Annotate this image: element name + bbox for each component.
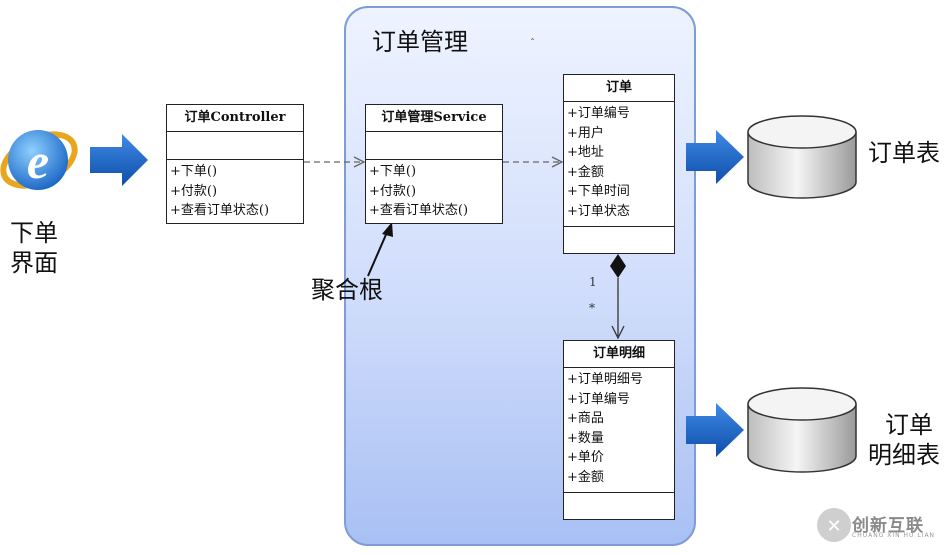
watermark-sub: CHUANG XIN HU LIAN (852, 532, 936, 539)
class-attribute: +商品 (567, 411, 604, 426)
class-attribute: +订单状态 (567, 203, 630, 219)
class-attribute: +金额 (567, 164, 604, 180)
svg-text:e: e (27, 133, 49, 189)
multiplicity-one: 1 (589, 275, 597, 289)
class-attribute: +数量 (567, 430, 604, 446)
svg-text:✕: ✕ (826, 516, 841, 537)
class-method: +下单() (369, 164, 417, 179)
class-method: +查看订单状态() (170, 203, 270, 218)
class-method: +查看订单状态() (369, 203, 469, 218)
dependency-arrow-controller-service (304, 156, 366, 168)
blue-arrow-icon (686, 403, 744, 457)
class-name: 订单明细 (564, 341, 674, 368)
class-attributes (167, 132, 303, 160)
service-class-box: 订单管理Service +下单() +付款() +查看订单状态() (365, 104, 503, 224)
database-cylinder-icon (747, 387, 857, 473)
class-attribute: +用户 (567, 125, 604, 141)
order-detail-table-label: 订单 明细表 (868, 411, 940, 469)
class-methods: +下单() +付款() +查看订单状态() (167, 160, 303, 221)
watermark-logo-icon: ✕ (817, 508, 851, 542)
class-name: 订单Controller (167, 105, 303, 132)
blue-arrow-icon (686, 130, 744, 184)
class-attribute: +下单时间 (567, 184, 630, 199)
dependency-arrow-service-order (503, 156, 564, 168)
composition-connector (610, 254, 626, 340)
controller-class-box: 订单Controller +下单() +付款() +查看订单状态() (166, 104, 304, 224)
class-attributes (366, 132, 502, 160)
class-name: 订单 (564, 75, 674, 102)
class-methods: +下单() +付款() +查看订单状态() (366, 160, 502, 221)
watermark-brand: 创新互联 (852, 516, 924, 536)
ie-browser-icon: e (0, 130, 78, 190)
class-method: +付款() (369, 183, 417, 199)
aggregate-root-label: 聚合根 (311, 276, 383, 304)
class-attributes: +订单明细号 +订单编号 +商品 +数量 +单价 +金额 (564, 368, 674, 493)
order-table-label: 订单表 (868, 139, 940, 167)
class-method: +付款() (170, 183, 218, 199)
class-method: +下单() (170, 164, 218, 179)
class-attribute: +金额 (567, 469, 604, 485)
database-cylinder-icon (747, 115, 857, 199)
class-attributes: +订单编号 +用户 +地址 +金额 +下单时间 +订单状态 (564, 102, 674, 227)
class-attribute: +单价 (567, 450, 604, 465)
order-detail-class-box: 订单明细 +订单明细号 +订单编号 +商品 +数量 +单价 +金额 (563, 340, 675, 520)
class-attribute: +地址 (567, 145, 604, 160)
class-attribute: +订单编号 (567, 106, 630, 121)
class-name: 订单管理Service (366, 105, 502, 132)
class-attribute: +订单编号 (567, 391, 630, 407)
class-attribute: +订单明细号 (567, 372, 643, 387)
order-class-box: 订单 +订单编号 +用户 +地址 +金额 +下单时间 +订单状态 (563, 74, 675, 254)
stray-mark: ˆ (530, 38, 535, 49)
region-title: 订单管理 (372, 28, 468, 56)
blue-arrow-icon (90, 134, 148, 186)
aggregate-root-pointer (367, 222, 393, 277)
multiplicity-many: * (589, 301, 595, 315)
order-ui-label: 下单 界面 (10, 219, 58, 277)
